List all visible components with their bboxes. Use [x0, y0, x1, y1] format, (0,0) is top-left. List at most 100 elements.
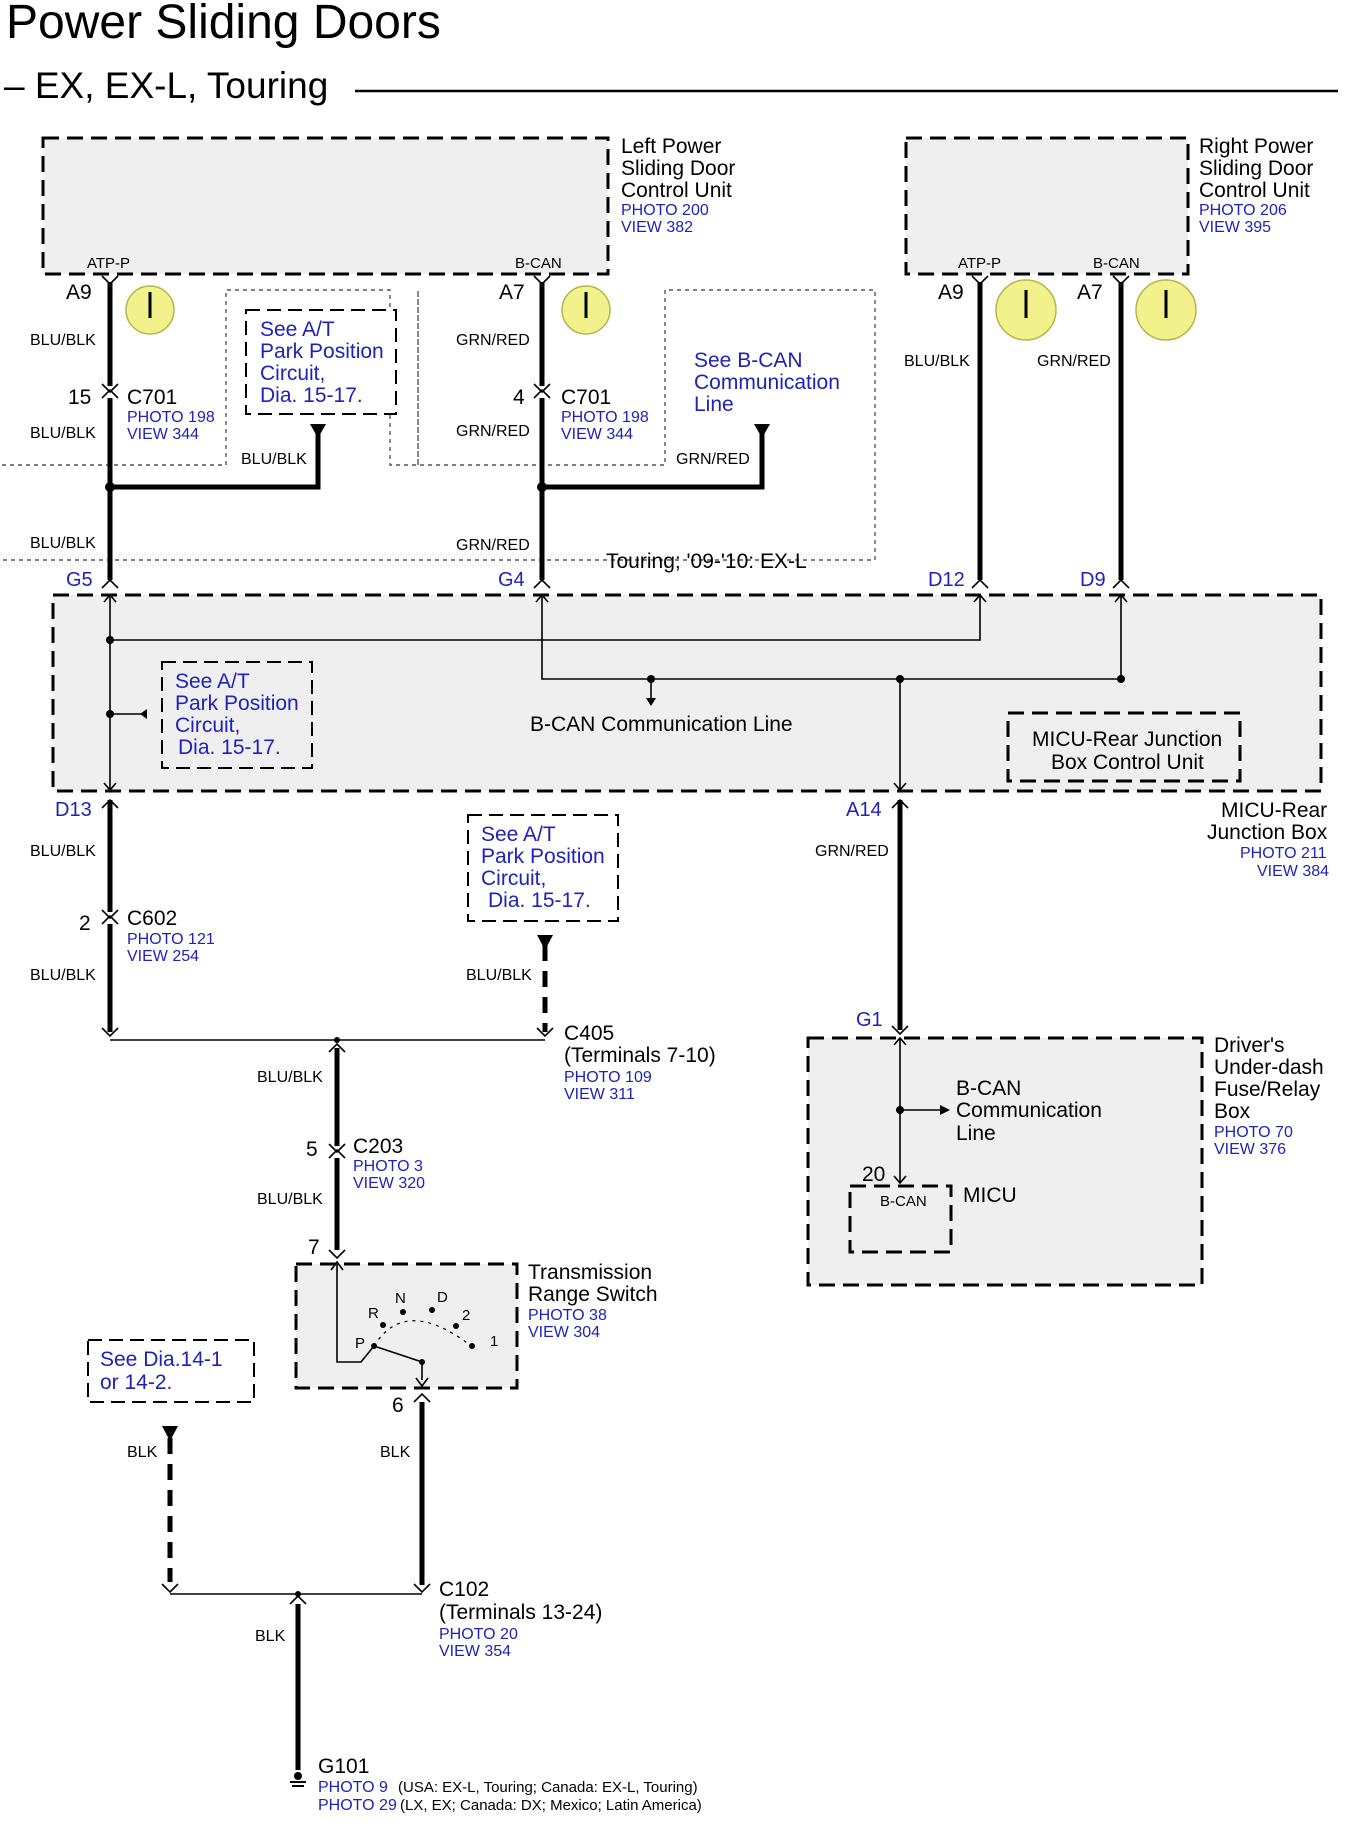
left-unit-term-a9: A9	[66, 281, 92, 304]
svg-text:PHOTO 9: PHOTO 9	[318, 1779, 388, 1796]
right-unit-photo: PHOTO 206	[1199, 202, 1287, 219]
diagram-title: Power Sliding Doors	[6, 0, 441, 49]
trs-view: VIEW 304	[528, 1324, 600, 1341]
svg-text:C203: C203	[353, 1135, 403, 1158]
left-unit-name-2: Sliding Door	[621, 157, 735, 180]
svg-text:PHOTO 3: PHOTO 3	[353, 1158, 423, 1175]
svg-text:VIEW 320: VIEW 320	[353, 1175, 425, 1192]
g101-ground: G101 PHOTO 9 (USA: EX-L, Touring; Canada…	[318, 1755, 702, 1814]
wire-label-blu-blk-right: BLU/BLK	[904, 353, 970, 370]
wire-label-blu-blk-5: BLU/BLK	[30, 843, 96, 860]
pin-g5: G5	[66, 569, 93, 591]
under-dash-view: VIEW 376	[1214, 1141, 1286, 1158]
touring-option-area: Touring; '09-'10: EX-L	[2, 289, 876, 573]
see-at-park-inner-3: Circuit,	[175, 714, 240, 737]
svg-text:5: 5	[306, 1138, 318, 1161]
pin-a14: A14	[846, 799, 882, 821]
junction-view: VIEW 384	[1257, 863, 1329, 880]
wire-label-blu-blk-8: BLU/BLK	[257, 1069, 323, 1086]
right-unit-view: VIEW 395	[1199, 219, 1271, 236]
see-dia14-note: See Dia.14-1 or 14-2.	[87, 1339, 255, 1403]
trs-pos-p: P	[355, 1335, 365, 1352]
under-dash-name-4: Box	[1214, 1100, 1251, 1123]
under-dash-bcan-1: B-CAN	[956, 1077, 1021, 1100]
svg-text:(Terminals 13-24): (Terminals 13-24)	[439, 1601, 602, 1624]
trs-pos-n: N	[395, 1290, 406, 1307]
trs-pos-2: 2	[462, 1307, 470, 1324]
svg-text:Park Position: Park Position	[260, 340, 384, 363]
svg-text:PHOTO 121: PHOTO 121	[127, 931, 215, 948]
pin-g1: G1	[856, 1009, 883, 1031]
micu-label: MICU	[963, 1184, 1017, 1207]
wire-label-blu-blk-6: BLU/BLK	[30, 967, 96, 984]
c701-right-connector: 4 C701 PHOTO 198 VIEW 344	[513, 386, 649, 443]
wire-label-blk-2: BLK	[380, 1444, 411, 1461]
left-unit-name-3: Control Unit	[621, 179, 732, 202]
trs-photo: PHOTO 38	[528, 1307, 607, 1324]
right-unit-bcan-pin: B-CAN	[1093, 255, 1140, 272]
pin-d13: D13	[55, 799, 92, 821]
left-unit-name-1: Left Power	[621, 135, 721, 158]
wire-label-blu-blk-1: BLU/BLK	[30, 332, 96, 349]
left-unit-photo: PHOTO 200	[621, 202, 709, 219]
see-at-park-note-lower: See A/T Park Position Circuit, Dia. 15-1…	[467, 814, 619, 922]
trs-pin-7: 7	[308, 1236, 320, 1259]
under-dash-bcan-3: Line	[956, 1122, 996, 1145]
wire-label-blk-1: BLK	[127, 1444, 158, 1461]
c102-connector: C102 (Terminals 13-24) PHOTO 20 VIEW 354	[439, 1578, 602, 1660]
right-unit-box	[904, 136, 1190, 276]
svg-text:4: 4	[513, 386, 525, 409]
lower-wiring	[101, 798, 909, 1787]
svg-text:Dia. 15-17.: Dia. 15-17.	[260, 384, 363, 407]
right-unit-name-2: Sliding Door	[1199, 157, 1313, 180]
svg-text:Line: Line	[694, 393, 734, 416]
right-unit-term-a7: A7	[1077, 281, 1103, 304]
c405-connector: C405 (Terminals 7-10) PHOTO 109 VIEW 311	[564, 1022, 716, 1103]
c203-connector: 5 C203 PHOTO 3 VIEW 320	[306, 1135, 425, 1192]
wire-label-grn-red-2: GRN/RED	[456, 423, 530, 440]
under-dash-bcan-2: Communication	[956, 1099, 1102, 1122]
pin-d9: D9	[1080, 569, 1106, 591]
wire-label-grn-red-4: GRN/RED	[456, 537, 530, 554]
left-unit-bcan-pin: B-CAN	[515, 255, 562, 272]
svg-text:Communication: Communication	[694, 371, 840, 394]
svg-text:VIEW 344: VIEW 344	[127, 426, 199, 443]
wire-label-grn-red-3: GRN/RED	[676, 451, 750, 468]
right-unit-name-3: Control Unit	[1199, 179, 1310, 202]
svg-text:Circuit,: Circuit,	[260, 362, 325, 385]
right-door-control-unit: Right Power Sliding Door Control Unit PH…	[904, 135, 1313, 341]
junction-photo: PHOTO 211	[1240, 845, 1327, 862]
c602-connector: 2 C602 PHOTO 121 VIEW 254	[79, 907, 215, 965]
svg-text:Circuit,: Circuit,	[481, 867, 546, 890]
svg-text:See Dia.14-1: See Dia.14-1	[100, 1348, 223, 1371]
svg-text:C701: C701	[561, 386, 611, 409]
svg-text:C602: C602	[127, 907, 177, 930]
svg-text:15: 15	[68, 386, 91, 409]
under-dash-name-1: Driver's	[1214, 1034, 1285, 1057]
svg-text:(Terminals 7-10): (Terminals 7-10)	[564, 1044, 716, 1067]
see-bcan-note: See B-CAN Communication Line	[694, 349, 840, 416]
under-dash-name-3: Fuse/Relay	[1214, 1078, 1321, 1101]
wire-label-blu-blk-3: BLU/BLK	[241, 451, 307, 468]
left-door-control-unit: Left Power Sliding Door Control Unit PHO…	[41, 135, 735, 335]
see-at-park-inner-1: See A/T	[175, 670, 250, 693]
svg-text:C102: C102	[439, 1578, 489, 1601]
svg-text:Dia. 15-17.: Dia. 15-17.	[488, 889, 591, 912]
svg-text:C701: C701	[127, 386, 177, 409]
trs-pos-r: R	[368, 1305, 379, 1322]
c701-left-connector: 15 C701 PHOTO 198 VIEW 344	[68, 386, 215, 443]
wire-label-grn-red-1: GRN/RED	[456, 332, 530, 349]
micu-term-bcan: B-CAN	[880, 1193, 927, 1210]
transmission-range-switch: 7 6 Transmission Range Switch PHOTO 38 V…	[294, 1236, 658, 1417]
svg-text:2: 2	[79, 912, 91, 935]
trs-name-1: Transmission	[528, 1261, 652, 1284]
svg-text:VIEW 354: VIEW 354	[439, 1643, 511, 1660]
trs-pos-1: 1	[490, 1333, 498, 1350]
left-unit-term-a7: A7	[499, 281, 525, 304]
wire-label-blu-blk-2: BLU/BLK	[30, 425, 96, 442]
wire-label-blu-blk-7: BLU/BLK	[466, 967, 532, 984]
upper-wiring	[101, 275, 1130, 589]
svg-text:PHOTO 109: PHOTO 109	[564, 1069, 652, 1086]
svg-text:See B-CAN: See B-CAN	[694, 349, 803, 372]
